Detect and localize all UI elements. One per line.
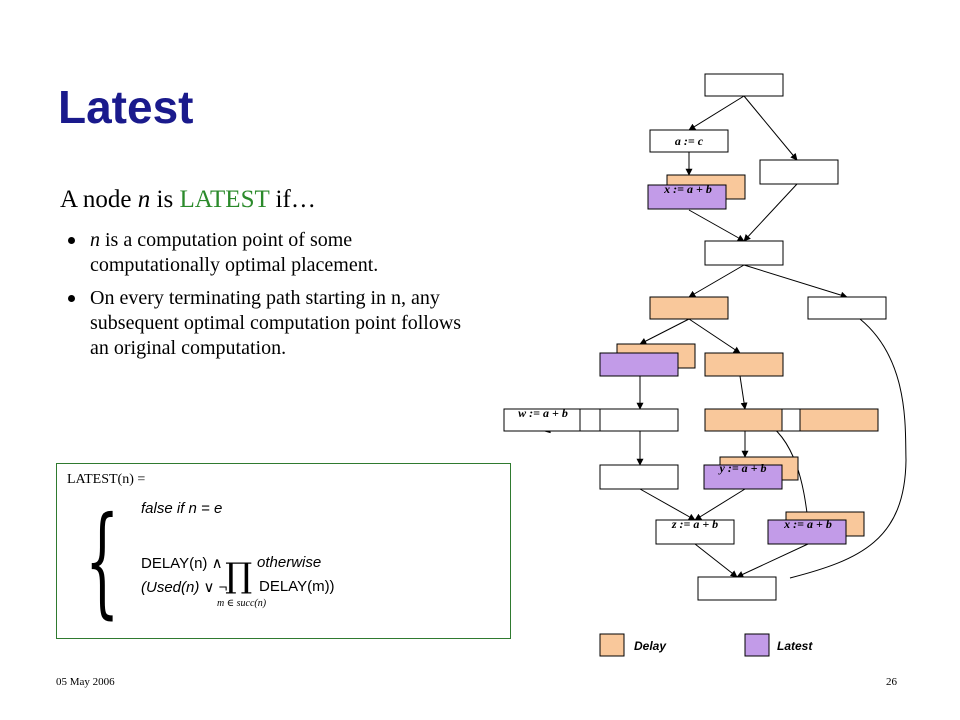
node-exit — [697, 576, 777, 601]
label-y: y := a + b — [718, 461, 767, 475]
formula-head: LATEST(n) = — [67, 472, 146, 487]
node-right-delay — [799, 408, 879, 432]
bullet-1-text: is a computation point of some computati… — [90, 229, 379, 276]
node-mid-delay-2 — [704, 408, 784, 432]
label-z: z := a + b — [671, 517, 718, 531]
node-x1-latest — [647, 184, 727, 210]
slide-title: Latest — [58, 81, 194, 133]
node-entry — [704, 73, 784, 97]
label-x1: x := a + b — [663, 182, 712, 196]
legend-latest-swatch — [744, 633, 770, 657]
intro-latest-keyword: LATEST — [179, 186, 270, 213]
intro-n: n — [137, 186, 151, 213]
label-x2: x := a + b — [783, 517, 832, 531]
bullet-dot-icon — [68, 237, 75, 244]
bullet-item-1: n is a computation point of some computa… — [68, 228, 468, 278]
node-right-1 — [759, 159, 839, 185]
intro-prefix: A node — [60, 186, 138, 213]
legend-delay-swatch — [599, 633, 625, 657]
intro-line: A node n is LATEST if… — [60, 186, 316, 214]
node-delay-split — [649, 296, 729, 320]
node-right-2 — [807, 296, 887, 320]
bullet-dot-icon — [68, 295, 75, 302]
node-w-spacer — [579, 408, 601, 432]
node-join-1 — [704, 240, 784, 266]
node-mid-spacer — [781, 408, 803, 432]
graph-nodes — [503, 73, 887, 601]
bullet-list: n is a computation point of some computa… — [68, 228, 468, 369]
bullet-2-text: On every terminating path starting in n,… — [90, 287, 462, 359]
node-y-latest — [703, 464, 783, 490]
legend: Delay Latest — [599, 633, 813, 657]
page-number: 26 — [886, 676, 897, 688]
formula-case-2b: otherwise — [257, 554, 322, 571]
formula-case-2a: DELAY(n) ∧ — [141, 555, 223, 572]
node-mid-delay — [704, 352, 784, 377]
formula-box: LATEST(n) = { false if n = e DELAY(n) ∧ … — [56, 463, 511, 639]
bullet-item-2: On every terminating path starting in n,… — [68, 286, 468, 361]
node-x2-latest — [767, 519, 847, 545]
bullet-1-lead: n — [90, 229, 100, 251]
node-left-latest — [599, 352, 679, 377]
node-a-assign — [649, 129, 729, 153]
legend-latest-label: Latest — [777, 639, 813, 653]
footer-date: 05 May 2006 — [56, 676, 115, 688]
node-z — [655, 519, 735, 545]
formula-case-2c: (Used(n) ∨ ¬ — [141, 579, 228, 596]
label-w: w := a + b — [518, 406, 568, 420]
graph-edges — [543, 95, 907, 579]
formula-case-2d: DELAY(m)) — [259, 578, 335, 595]
product-symbol-icon: ∏ — [225, 556, 253, 596]
intro-suffix: if… — [269, 186, 316, 213]
legend-delay-label: Delay — [634, 639, 667, 653]
node-left-mid — [599, 408, 679, 432]
formula-subscript: m ∈ succ(n) — [217, 598, 267, 609]
node-left-low — [599, 464, 679, 490]
label-a-assign: a := c — [675, 134, 704, 148]
formula-case-1: false if n = e — [141, 500, 223, 517]
intro-mid: is — [150, 186, 180, 213]
left-brace-icon: { — [85, 492, 120, 631]
